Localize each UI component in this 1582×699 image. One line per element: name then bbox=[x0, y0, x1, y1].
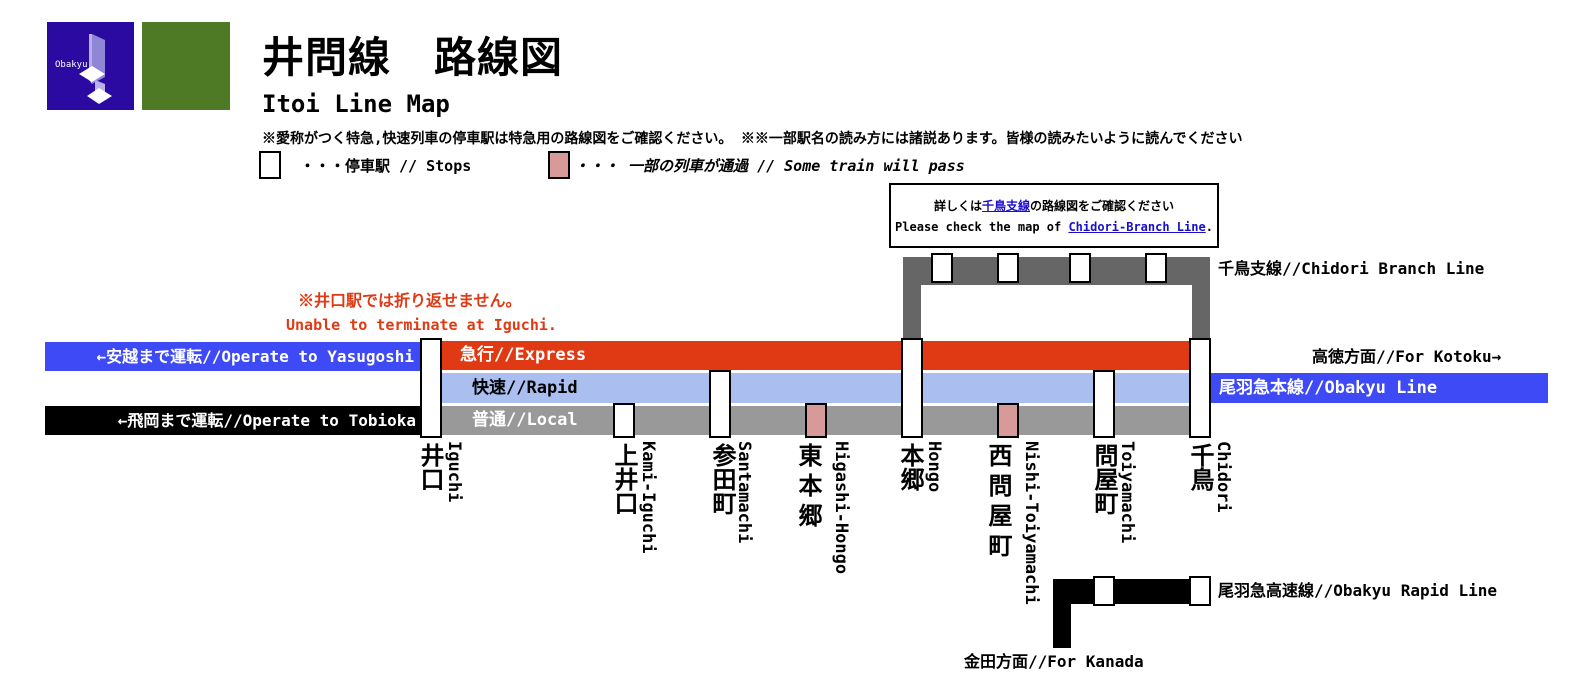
station-name-romaji: Higashi-Hongo bbox=[831, 441, 851, 575]
station-name-kanji: 井口 bbox=[416, 443, 444, 491]
station-marker-iguchi[interactable] bbox=[420, 338, 442, 438]
chidori-branch-link-jp[interactable]: 千鳥支線 bbox=[981, 199, 1030, 213]
station-marker-kami-iguchi[interactable] bbox=[613, 403, 635, 438]
tobioka-label: ←飛岡まで運転//Operate to Tobioka bbox=[117, 411, 416, 430]
notice-text: . bbox=[1205, 220, 1213, 234]
chidori-branch-connector-west bbox=[903, 257, 921, 341]
station-name-romaji: Iguchi bbox=[444, 441, 464, 503]
station-name-romaji: Kami-Iguchi bbox=[638, 441, 658, 554]
chidori-branch-label: 千鳥支線//Chidori Branch Line bbox=[1218, 259, 1485, 278]
station-name-kanji: 西問屋町 bbox=[984, 443, 1012, 563]
warning-jp: ※井口駅では折り返せません。 bbox=[298, 291, 522, 310]
rapid-band: 快速//Rapid bbox=[442, 373, 1192, 403]
station-name-romaji: Santamachi bbox=[734, 441, 754, 544]
yasugoshi-through-band: ←安越まで運転//Operate to Yasugoshi bbox=[45, 342, 420, 371]
station-name-romaji: Chidori bbox=[1213, 441, 1233, 513]
station-name-romaji: Nishi-Toiyamachi bbox=[1021, 441, 1041, 605]
legend-stop-swatch bbox=[259, 151, 281, 179]
header-note: ※愛称がつく特急,快速列車の停車駅は特急用の路線図をご確認ください。 ※※一部駅… bbox=[262, 131, 1243, 147]
obakyu-logo: Obakyu bbox=[47, 22, 134, 110]
station-marker-nishi-toiyamachi[interactable] bbox=[997, 403, 1019, 438]
local-label: 普通//Local bbox=[472, 410, 578, 430]
notice-text: 詳しくは bbox=[933, 199, 982, 213]
obakyu-rapid-line bbox=[1053, 579, 1192, 604]
station-name-kanji: 千鳥 bbox=[1186, 443, 1214, 491]
line-color-swatch bbox=[142, 22, 230, 110]
page-title: 井問線 路線図 bbox=[262, 33, 564, 82]
station-name-romaji: Hongo bbox=[924, 441, 944, 493]
rapid-line-station-marker bbox=[1093, 576, 1115, 606]
branch-station-marker bbox=[997, 253, 1019, 283]
page-subtitle: Itoi Line Map bbox=[262, 90, 450, 118]
branch-notice-box: 詳しくは千鳥支線の路線図をご確認ください Please check the ma… bbox=[889, 183, 1219, 248]
station-marker-higashi-hongo[interactable] bbox=[805, 403, 827, 438]
express-band: 急行//Express bbox=[442, 341, 1192, 370]
warning-en: Unable to terminate at Iguchi. bbox=[286, 316, 557, 334]
obakyu-rapid-line-branch bbox=[1053, 579, 1071, 648]
yasugoshi-label: ←安越まで運転//Operate to Yasugoshi bbox=[96, 347, 414, 366]
rapid-label: 快速//Rapid bbox=[472, 378, 578, 398]
legend-pass-swatch bbox=[548, 151, 570, 179]
station-marker-hongo[interactable] bbox=[901, 338, 923, 438]
station-marker-chidori[interactable] bbox=[1189, 338, 1211, 438]
chidori-branch-link-en[interactable]: Chidori-Branch Line bbox=[1068, 220, 1206, 234]
station-name-kanji: 参田町 bbox=[708, 443, 736, 515]
station-marker-toiyamachi[interactable] bbox=[1093, 370, 1115, 438]
branch-station-marker bbox=[1145, 253, 1167, 283]
station-name-kanji: 上井口 bbox=[610, 443, 638, 515]
obakyu-line-band: 尾羽急本線//Obakyu Line bbox=[1211, 373, 1548, 403]
obakyu-rapid-line-label: 尾羽急高速線//Obakyu Rapid Line bbox=[1218, 581, 1498, 600]
station-name-kanji: 東本郷 bbox=[794, 443, 822, 533]
kotoku-label: 高徳方面//For Kotoku→ bbox=[1312, 347, 1502, 366]
branch-station-marker bbox=[1069, 253, 1091, 283]
legend-stop-label: ・・・停車駅 // Stops bbox=[300, 157, 472, 175]
station-name-kanji: 問屋町 bbox=[1090, 443, 1118, 515]
kanada-label: 金田方面//For Kanada bbox=[964, 652, 1144, 671]
rapid-line-station-marker bbox=[1189, 576, 1211, 606]
tobioka-through-band: ←飛岡まで運転//Operate to Tobioka bbox=[45, 406, 420, 435]
notice-text: Please check the map of bbox=[895, 220, 1069, 234]
station-marker-santamachi[interactable] bbox=[709, 370, 731, 438]
chidori-branch-connector-east bbox=[1192, 257, 1210, 341]
branch-station-marker bbox=[931, 253, 953, 283]
logo-cube-icon bbox=[79, 34, 112, 104]
express-label: 急行//Express bbox=[460, 345, 587, 365]
legend-pass-label: ・・・ 一部の列車が通過 // Some train will pass bbox=[574, 157, 965, 175]
obakyu-line-label: 尾羽急本線//Obakyu Line bbox=[1219, 378, 1438, 398]
notice-text: の路線図をご確認ください bbox=[1030, 199, 1175, 213]
station-name-kanji: 本郷 bbox=[896, 443, 924, 491]
station-name-romaji: Toiyamachi bbox=[1117, 441, 1137, 544]
